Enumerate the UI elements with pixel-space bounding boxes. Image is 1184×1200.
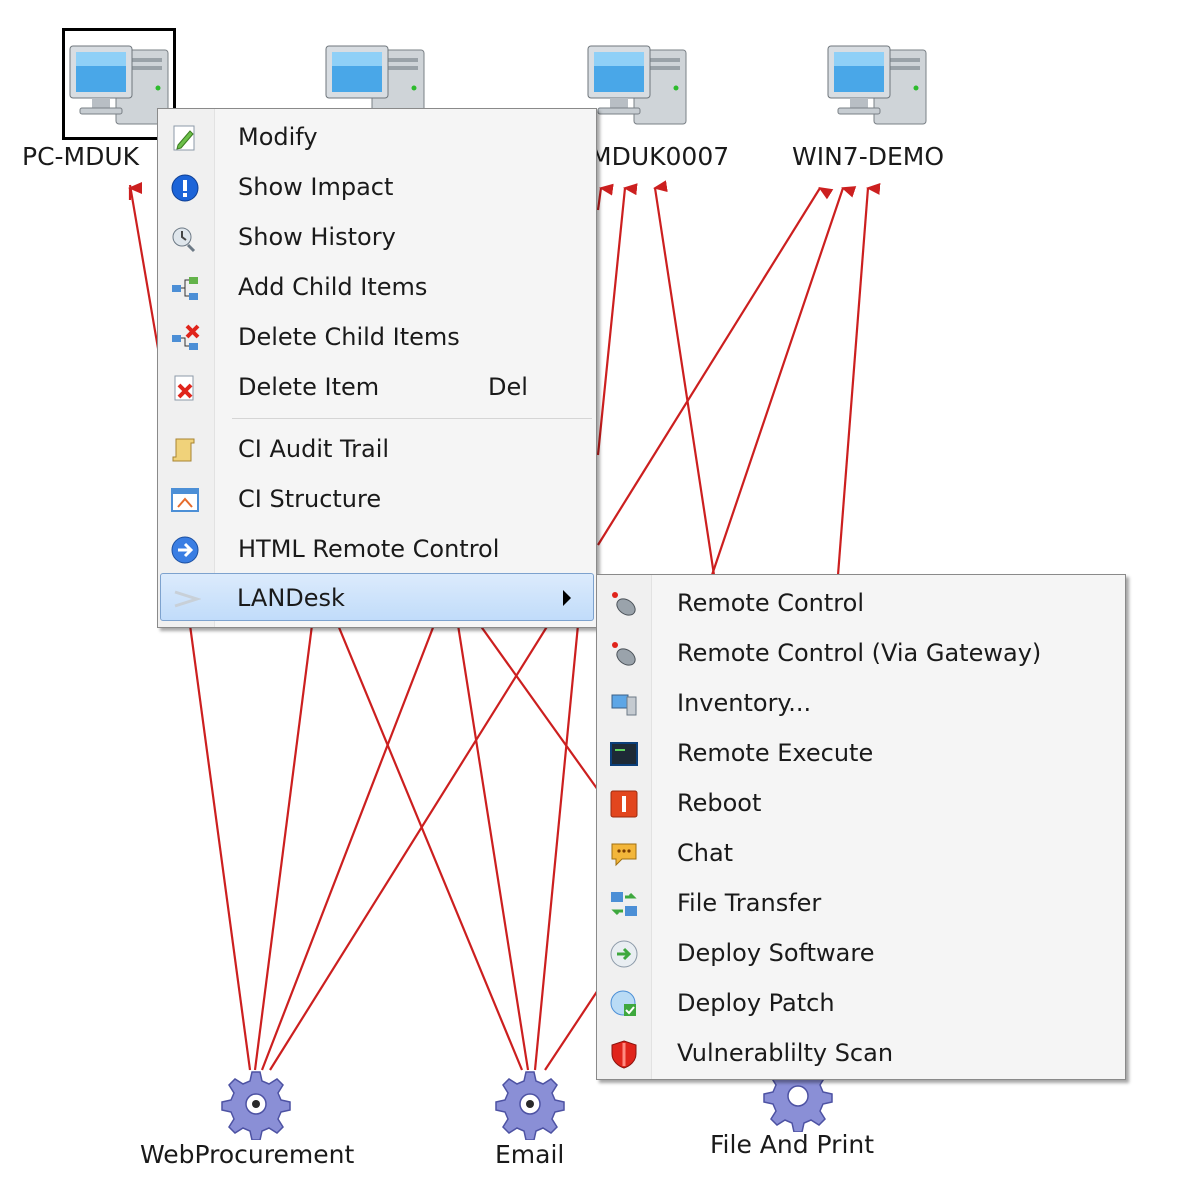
delete-child-icon [172,324,200,350]
computer-icon[interactable] [824,42,934,132]
computer-icon[interactable] [584,42,694,132]
menu-item-ci-structure[interactable]: CI Structure [160,475,594,523]
link-line [479,624,599,791]
landesk-icon [174,590,201,608]
link-line [188,624,252,1071]
pencil-icon [173,125,195,151]
link-line [253,624,314,1071]
menu-item-add-child-items[interactable]: Add Child Items [160,263,594,311]
remote-control-icon [612,592,636,616]
menu-item-html-remote-control[interactable]: HTML Remote Control [160,525,594,573]
computer-label[interactable]: PC-MDUK [22,142,140,171]
menu-separator [232,418,592,419]
info-icon [171,174,199,202]
link-line [596,183,614,211]
link-line [128,184,162,361]
service-label[interactable]: WebProcurement [140,1140,355,1169]
add-child-icon [172,277,198,300]
link-line [456,624,530,1071]
delete-item-icon [174,375,194,401]
reboot-icon [610,790,638,818]
link-line [269,624,549,1071]
remote-execute-icon [610,742,638,766]
menu-item-show-impact[interactable]: Show Impact [160,163,594,211]
deploy-software-icon [610,940,638,968]
menu-item-delete-item[interactable]: Delete Item Del [160,363,594,411]
submenu-item-chat[interactable]: Chat [599,829,1123,877]
computer-icon[interactable] [66,42,176,132]
link-line [710,186,857,576]
submenu-arrow-icon [563,590,571,606]
selection-box [62,28,176,140]
link-line [336,624,524,1071]
submenu-item-deploy-software[interactable]: Deploy Software [599,929,1123,977]
link-line [653,180,716,576]
menu-item-show-history[interactable]: Show History [160,213,594,261]
link-line [544,989,599,1071]
computer-label[interactable]: MDUK0007 [590,142,730,171]
service-label[interactable]: Email [495,1140,565,1169]
link-line [260,624,436,1071]
inventory-icon [611,694,637,716]
file-transfer-icon [611,892,637,916]
link-line [533,624,580,1071]
menu-item-landesk[interactable]: LANDesk [160,573,594,621]
service-label[interactable]: File And Print [710,1130,875,1159]
computer-label[interactable]: WIN7-DEMO [792,142,945,171]
menu-item-ci-audit-trail[interactable]: CI Audit Trail [160,425,594,473]
link-line [596,183,638,456]
link-line [597,186,834,546]
chat-icon [611,843,637,867]
menu-item-modify[interactable]: Modify [160,113,594,161]
arrow-circle-icon [171,536,199,564]
gear-icon[interactable] [220,1068,292,1140]
scroll-icon [172,438,195,462]
menu-item-delete-child-items[interactable]: Delete Child Items [160,313,594,361]
submenu-item-deploy-patch[interactable]: Deploy Patch [599,979,1123,1027]
submenu-item-inventory[interactable]: Inventory... [599,679,1123,727]
gear-icon[interactable] [494,1068,566,1140]
link-line [836,182,881,576]
shortcut-label: Del [488,373,528,401]
vulnerability-scan-icon [611,1040,637,1069]
deploy-patch-icon [610,990,636,1016]
submenu-item-reboot[interactable]: Reboot [599,779,1123,827]
submenu-item-remote-execute[interactable]: Remote Execute [599,729,1123,777]
history-icon [172,227,196,253]
submenu-item-remote-control[interactable]: Remote Control [599,579,1123,627]
computer-icon[interactable] [322,42,432,132]
structure-icon [171,488,199,512]
landesk-submenu: Remote Control Remote Control (Via Gatew… [596,574,1126,1080]
submenu-item-remote-control-gateway[interactable]: Remote Control (Via Gateway) [599,629,1123,677]
submenu-item-vulnerability-scan[interactable]: Vulnerablilty Scan [599,1029,1123,1077]
remote-control-gateway-icon [612,642,636,666]
context-menu: Modify Show Impact Show History Add Chil… [157,108,597,628]
submenu-item-file-transfer[interactable]: File Transfer [599,879,1123,927]
